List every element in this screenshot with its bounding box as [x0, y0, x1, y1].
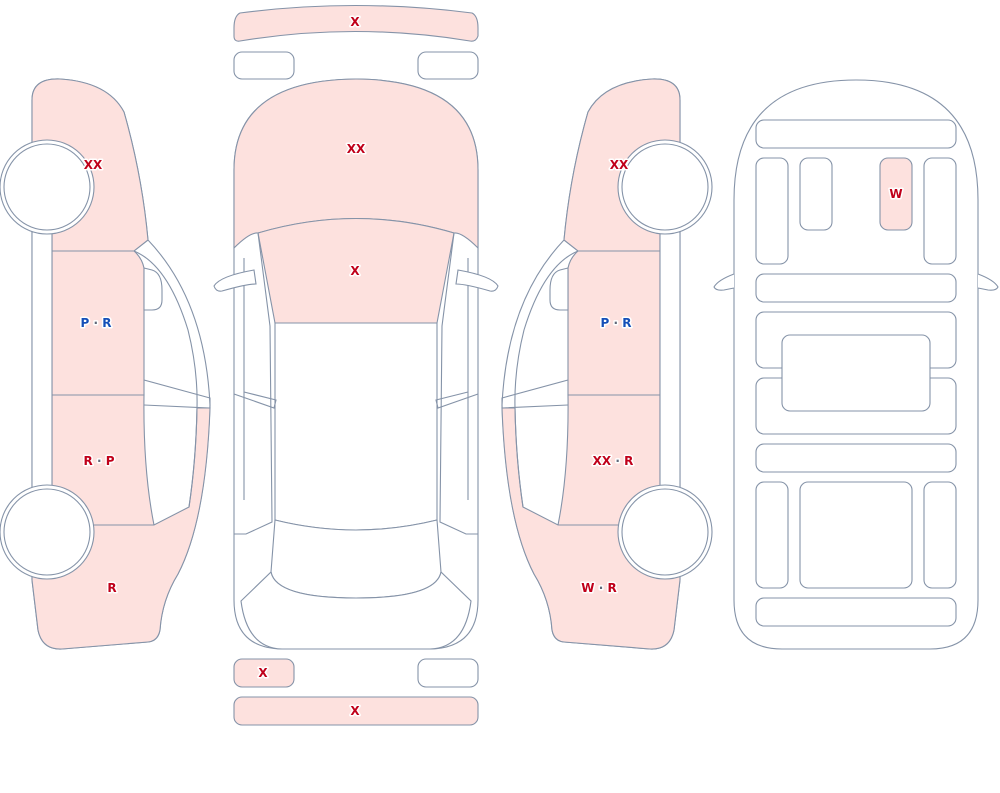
frame-stub-right [977, 273, 999, 291]
label-left-front-door: P · R [81, 316, 112, 330]
damage-code: R [624, 454, 633, 468]
damage-code: W [889, 187, 902, 201]
damage-code: P [601, 316, 610, 330]
label-right-front-fender: XX [610, 158, 629, 172]
damage-code: R [107, 581, 116, 595]
right-side-view [501, 78, 713, 650]
damage-code: R [84, 454, 93, 468]
damage-code: P [106, 454, 115, 468]
damage-code: X [350, 704, 360, 718]
code-separator: · [595, 581, 608, 595]
damage-code: XX [347, 142, 366, 156]
right-rear-wheel [617, 484, 713, 580]
damage-code: W [581, 581, 594, 595]
damage-code: X [350, 15, 360, 29]
damage-code-labels: X XX X X X XX P · R R · P R XX P · R XX … [79, 13, 904, 719]
right-quarter-window[interactable] [549, 267, 569, 311]
label-left-front-fender: XX [84, 158, 103, 172]
label-left-rear-door: R · P [84, 454, 115, 468]
left-side-view [0, 78, 211, 650]
frame-stub-left [713, 273, 735, 291]
frame-part-trunk-floor[interactable] [799, 481, 913, 589]
label-right-front-door: P · R [601, 316, 632, 330]
headlamp-right-part[interactable] [417, 51, 479, 80]
damage-code: X [258, 666, 268, 680]
frame-part-left-rail[interactable] [755, 157, 789, 265]
damage-code: P [81, 316, 90, 330]
damage-code: R [102, 316, 111, 330]
label-rear-bumper: X [350, 704, 360, 718]
damage-code: R [622, 316, 631, 330]
damage-code: R [607, 581, 616, 595]
damage-code: XX [84, 158, 103, 172]
right-front-wheel [617, 139, 713, 235]
front-bumper-part[interactable] [233, 4, 479, 42]
frame-part-front[interactable] [755, 119, 957, 149]
label-front-bumper: X [350, 15, 360, 29]
rear-left-lamp-part[interactable] [233, 658, 295, 688]
top-view [213, 4, 499, 726]
label-right-rear-door: XX · R [593, 454, 634, 468]
rear-bumper-part[interactable] [233, 696, 479, 726]
frame-part-rear-cross[interactable] [755, 443, 957, 473]
frame-part-right-rail[interactable] [923, 157, 957, 265]
damage-code: XX [610, 158, 629, 172]
left-rear-wheel [0, 484, 95, 580]
label-right-rear-quarter: W · R [581, 581, 616, 595]
label-hood: XX [347, 142, 366, 156]
frame-part-rear-left[interactable] [755, 481, 789, 589]
trunk-part[interactable] [240, 570, 472, 650]
rear-window-part[interactable] [270, 519, 442, 599]
mirror-right-part[interactable] [455, 269, 499, 292]
roof-part[interactable] [274, 322, 438, 531]
left-front-wheel [0, 139, 95, 235]
frame-part-floor-center[interactable] [781, 334, 931, 412]
damage-code: XX [593, 454, 612, 468]
frame-part-upper-left[interactable] [799, 157, 833, 231]
label-rear-left-lamp: X [258, 666, 268, 680]
code-separator: · [611, 454, 624, 468]
right-sill-part[interactable] [659, 231, 681, 526]
headlamp-left-part[interactable] [233, 51, 295, 80]
code-separator: · [609, 316, 622, 330]
damage-code: X [350, 264, 360, 278]
left-quarter-window[interactable] [143, 267, 163, 311]
label-left-rear-quarter: R [107, 581, 116, 595]
code-separator: · [89, 316, 102, 330]
frame-part-crossmember[interactable] [755, 273, 957, 303]
mirror-left-part[interactable] [213, 269, 257, 292]
label-windshield: X [350, 264, 360, 278]
label-frame-part-upper-right: W [889, 187, 902, 201]
frame-part-rear-panel[interactable] [755, 597, 957, 627]
left-sill-part[interactable] [31, 231, 53, 526]
rear-right-lamp-part[interactable] [417, 658, 479, 688]
windshield-part[interactable] [257, 218, 455, 324]
code-separator: · [93, 454, 106, 468]
frame-part-upper-right[interactable] [879, 157, 913, 231]
frame-view [713, 79, 999, 650]
frame-part-rear-right[interactable] [923, 481, 957, 589]
